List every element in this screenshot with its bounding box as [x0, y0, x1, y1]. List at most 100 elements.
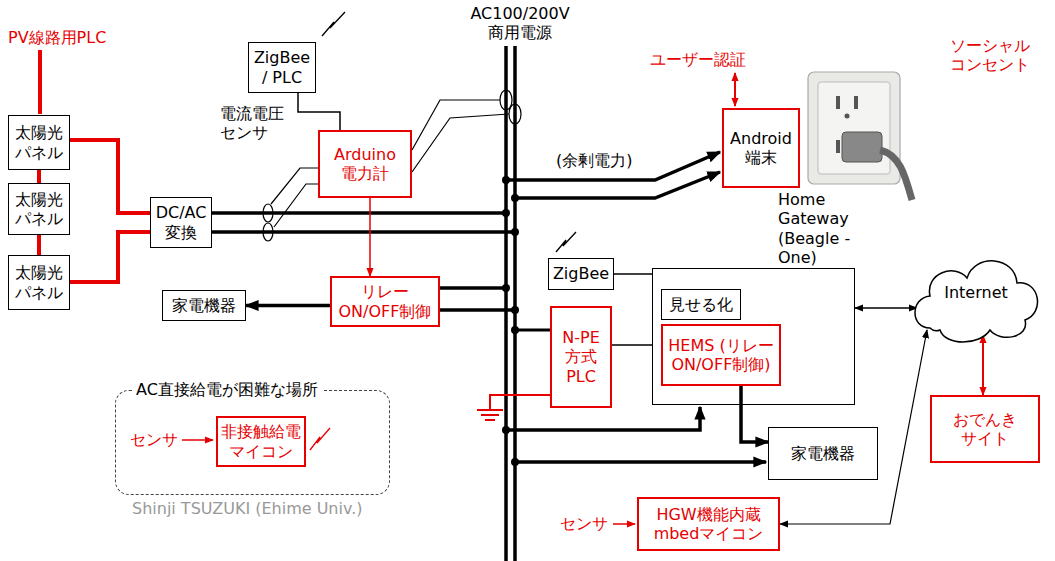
sensor-label: 電流電圧 センサ [220, 104, 292, 142]
outlet-label: ソーシャル コンセント [950, 36, 1044, 74]
connector [70, 140, 150, 213]
process-box: 見せる化 [661, 289, 741, 320]
converter-box: DC/AC 変換 [150, 197, 212, 248]
current-sensor [263, 223, 273, 241]
junction-dot [511, 228, 519, 236]
ground-symbol [481, 414, 499, 416]
power-meter: Arduino 電力計 [318, 130, 412, 198]
junction-dot [511, 194, 519, 202]
wireless-symbol [322, 12, 345, 36]
connector [612, 344, 652, 346]
junction-dot [502, 209, 510, 217]
outlet-slot [836, 96, 840, 109]
wireless-symbol [310, 428, 330, 450]
node-text: HGW機能内蔵 mbedマイコン [642, 505, 775, 543]
power-bus [504, 46, 508, 561]
node-text: Android 端末 [727, 129, 795, 167]
internet-cloud: Internet [905, 238, 1047, 348]
plug [842, 132, 882, 162]
junction-dot [511, 458, 519, 466]
sensor-label: センサ [560, 514, 608, 533]
connector [855, 307, 917, 309]
outlet-slot [836, 140, 840, 153]
node-text: DC/AC 変換 [154, 203, 208, 241]
sensor-arrow [613, 523, 635, 525]
wireless-symbol [556, 232, 576, 252]
outlet-face [818, 82, 890, 174]
node-text: 見せる化 [665, 295, 737, 314]
gateway-group: Home Gateway (Beagle -One)見せる化HEMS (リレー … [652, 268, 855, 405]
line-label: PV線路用PLC [8, 28, 106, 47]
connector [70, 232, 150, 282]
outlet-slot [845, 114, 850, 119]
ground-symbol [485, 419, 495, 421]
plc-line [38, 50, 42, 114]
plc-box: N-PE 方式 PLC [550, 306, 612, 408]
sensor-label: センサ [130, 430, 178, 449]
solar-panel: 太陽光 パネル [8, 115, 70, 170]
auth-arrow [734, 73, 736, 106]
solar-panel: 太陽光 パネル [8, 255, 70, 310]
sensor-lead [274, 184, 318, 227]
ground-wire [490, 395, 550, 410]
ground-symbol [477, 409, 503, 411]
node-text: 非接触給電 マイコン [221, 422, 301, 460]
power-label: AC100/200V 商用電源 [467, 4, 573, 42]
power-wire [515, 329, 550, 332]
solar-panel: 太陽光 パネル [8, 183, 70, 235]
connector [246, 304, 330, 308]
power-arrow [506, 152, 720, 180]
watermark: Shinji TSUZUKI (Ehime Univ.) [132, 499, 363, 518]
connector [614, 273, 652, 275]
sensor-arrow [182, 439, 213, 441]
node-text: ZigBee / PLC [252, 48, 312, 86]
outlet-plate [808, 72, 900, 184]
node-text: N-PE 方式 PLC [555, 328, 607, 386]
site-box: おでんき サイト [930, 395, 1040, 463]
node-text: 太陽光 パネル [12, 123, 66, 161]
junction-dot [502, 284, 510, 292]
current-sensor [263, 204, 273, 222]
power-wire [440, 308, 515, 312]
appliance-box: 家電機器 [162, 290, 246, 321]
mcu-box: HGW機能内蔵 mbedマイコン [637, 497, 780, 551]
radio-box: ZigBee [548, 258, 614, 290]
sensor-lead [412, 100, 500, 150]
process-box: HEMS (リレー ON/OFF制御) [661, 324, 781, 386]
terminal-box: Android 端末 [722, 108, 800, 188]
power-arrow [506, 407, 700, 430]
node-text: 家電機器 [166, 296, 242, 315]
power-wire [212, 230, 515, 234]
group-heading: Home Gateway (Beagle -One) [778, 190, 856, 267]
junction-dot [502, 426, 510, 434]
junction-dot [511, 326, 519, 334]
connector [741, 386, 768, 442]
node-text: リレー ON/OFF制御 [335, 282, 435, 320]
power-label: (余剰電力) [556, 151, 632, 170]
connector [37, 235, 41, 255]
power-wire [440, 286, 506, 290]
node-text: HEMS (リレー ON/OFF制御) [666, 336, 776, 374]
sensor-lead [412, 114, 509, 172]
power-arrow [515, 460, 766, 464]
current-sensor [509, 104, 521, 124]
power-arrow [515, 172, 720, 198]
node-text: 家電機器 [772, 444, 874, 463]
outlet-slot [854, 96, 858, 109]
connector [982, 335, 984, 395]
appliance-box: 家電機器 [768, 427, 878, 480]
connector [37, 170, 41, 183]
node-text: 太陽光 パネル [12, 190, 66, 228]
junction-dot [511, 306, 519, 314]
relay-box: リレー ON/OFF制御 [330, 276, 440, 327]
node-text: ZigBee [552, 264, 610, 283]
power-wire [212, 211, 506, 215]
node-text: Arduino 電力計 [323, 145, 407, 183]
node-text: 太陽光 パネル [12, 263, 66, 301]
junction-dot [502, 176, 510, 184]
node-text: おでんき サイト [935, 410, 1035, 448]
